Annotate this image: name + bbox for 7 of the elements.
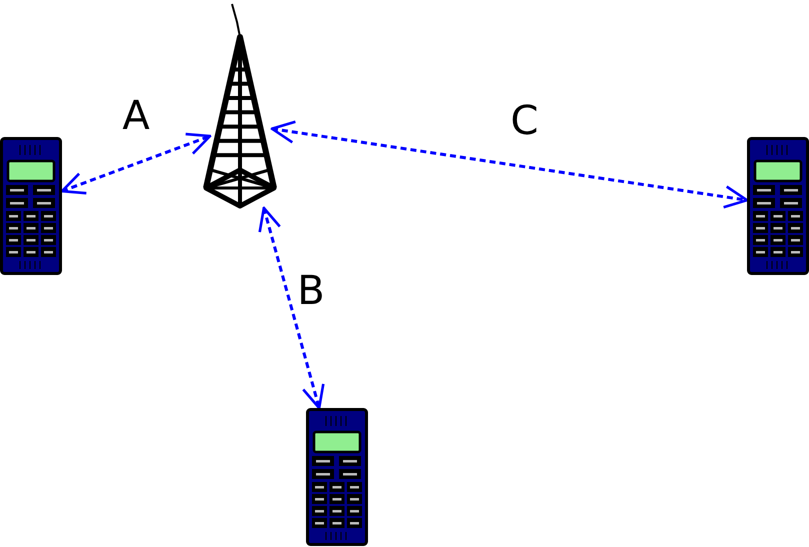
mobile-phone-drawing [0,137,62,275]
mobile-phone-drawing [747,137,809,275]
radio-tower-drawing [203,2,279,209]
dashed-arrow [60,132,212,194]
mobile-phone-drawing [306,408,368,546]
dashed-arrow [270,120,748,208]
dashed-arrow [258,206,325,410]
